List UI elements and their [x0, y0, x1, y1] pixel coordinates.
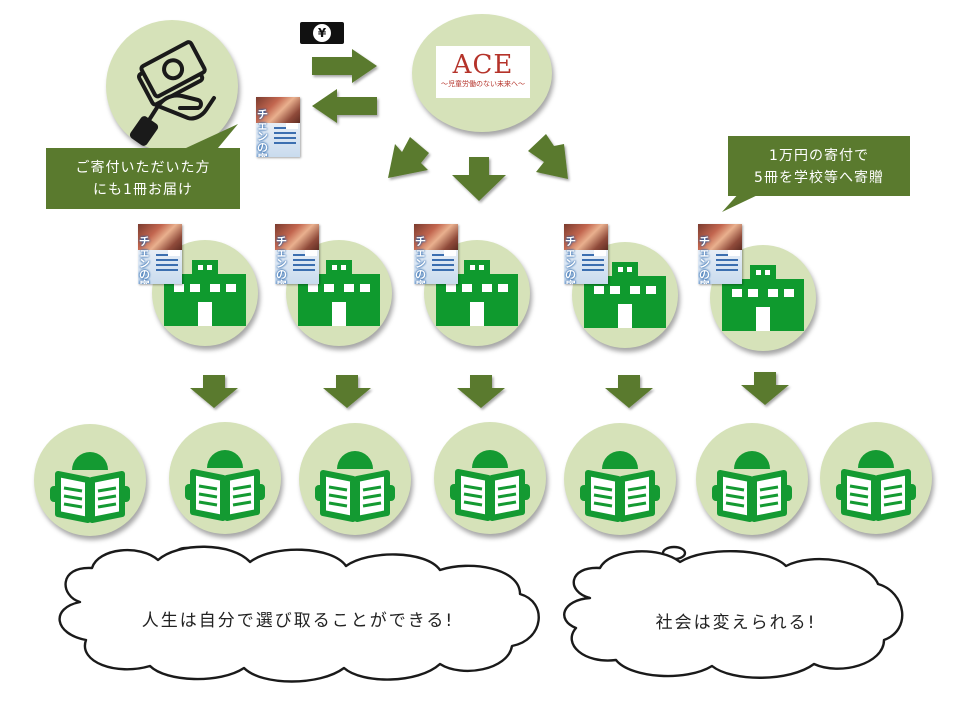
book-cover-donor: チェンの扉 [256, 97, 300, 157]
arrow-distribute-center [452, 157, 506, 201]
donor-circle [106, 20, 238, 152]
reader-circle [299, 423, 411, 535]
reader-circle [564, 423, 676, 535]
book-cover-school: チェンの扉 [564, 224, 608, 284]
thought-left-text: 人生は自分で選び取ることができる! [141, 611, 455, 631]
donor-callout-line2: にも1冊お届け [93, 182, 193, 198]
donor-callout-line1: ご寄付いただいた方 [75, 160, 211, 176]
hand-money-icon [129, 40, 216, 146]
reader-circle [169, 422, 281, 534]
arrow-distribute-right [528, 134, 568, 179]
school-callout-line2: 5冊を学校等へ寄贈 [754, 170, 884, 186]
yen-symbol: ¥ [317, 26, 327, 40]
school-callout: 1万円の寄付で 5冊を学校等へ寄贈 [722, 136, 910, 212]
reading-child-icon [836, 450, 916, 521]
school-circle [424, 240, 530, 346]
reading-child-icon [315, 451, 395, 522]
arrow-down [323, 375, 371, 408]
reading-child-icon [712, 451, 792, 522]
arrow-down [741, 372, 789, 405]
logo-title: ACE [452, 50, 514, 80]
callout-pointer [186, 124, 238, 148]
reading-child-icon [580, 451, 660, 522]
reading-child-icon [450, 450, 530, 521]
book-cover-school: チェンの扉 [698, 224, 742, 284]
reading-child-icon [185, 450, 265, 521]
school-building-icon [298, 260, 380, 326]
organization-logo: ACE 〜児童労働のない未来へ〜 [436, 46, 530, 98]
school-building-icon [722, 265, 804, 331]
reader-circle [34, 424, 146, 536]
reader-circle [696, 423, 808, 535]
arrow-donation-right [312, 49, 377, 83]
reader-circle [820, 422, 932, 534]
thought-right-text: 社会は変えられる! [655, 613, 817, 633]
arrow-book-left [312, 89, 377, 123]
school-callout-line1: 1万円の寄付で [769, 148, 869, 164]
callout-pointer [722, 192, 764, 212]
book-cover-school: チェンの扉 [414, 224, 458, 284]
logo-tagline: 〜児童労働のない未来へ〜 [441, 80, 525, 88]
banknote-icon: ¥ [300, 22, 344, 44]
arrow-down [190, 375, 238, 408]
arrow-down [457, 375, 505, 408]
book-cover-school: チェンの扉 [275, 224, 319, 284]
school-circle [572, 242, 678, 348]
book-cover-school: チェンの扉 [138, 224, 182, 284]
school-circle [152, 240, 258, 346]
arrow-down [605, 375, 653, 408]
arrow-distribute-left [388, 137, 429, 178]
reading-child-icon [50, 452, 130, 523]
school-building-icon [584, 262, 666, 328]
reader-circle [434, 422, 546, 534]
donor-callout: ご寄付いただいた方 にも1冊お届け [46, 124, 240, 209]
